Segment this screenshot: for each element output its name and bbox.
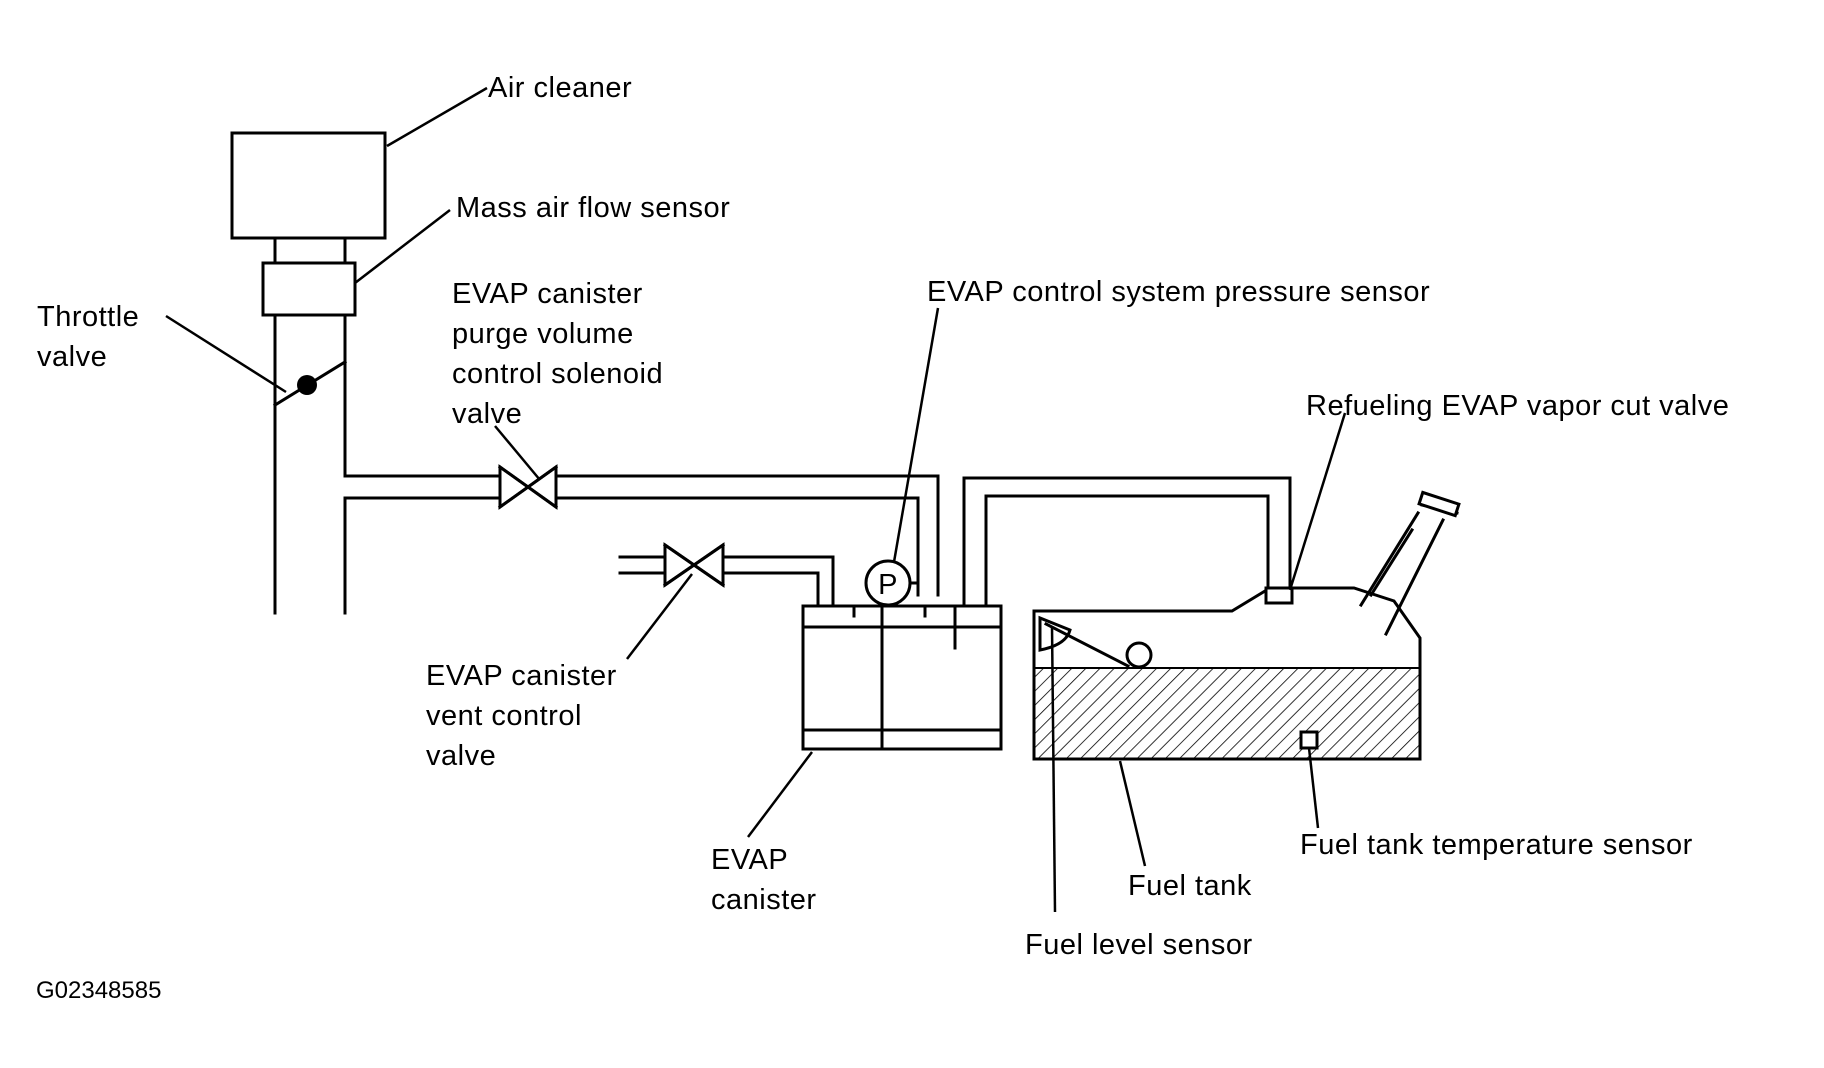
purge-volume-control-solenoid-valve — [497, 464, 559, 510]
pressure-symbol: P — [878, 569, 898, 601]
evap-pressure-sensor: P — [864, 559, 920, 607]
label-purge-valve-line3: control solenoid — [452, 358, 663, 390]
vent-line — [618, 542, 835, 608]
throttle-shaft — [297, 375, 317, 395]
filler-neck — [1358, 490, 1461, 637]
label-mass-air-flow-sensor: Mass air flow sensor — [456, 192, 730, 224]
fuel-tank-temperature-sensor — [1299, 730, 1319, 750]
label-pressure-sensor: EVAP control system pressure sensor — [927, 276, 1430, 308]
purge-line — [343, 464, 940, 597]
label-air-cleaner: Air cleaner — [488, 72, 632, 104]
label-vent-valve-line3: valve — [426, 740, 496, 772]
label-fuel-level-sensor: Fuel level sensor — [1025, 929, 1253, 961]
refueling-vapor-cut-valve — [1264, 586, 1294, 605]
label-throttle-valve-line2: valve — [37, 341, 107, 373]
fuel-hatching — [1034, 668, 1420, 759]
label-vapor-cut-valve: Refueling EVAP vapor cut valve — [1306, 390, 1729, 422]
label-fuel-tank-temp-sensor: Fuel tank temperature sensor — [1300, 829, 1693, 861]
label-purge-valve-line1: EVAP canister — [452, 278, 643, 310]
vent-control-valve — [662, 542, 726, 588]
labels: Air cleaner Mass air flow sensor Throttl… — [36, 72, 1729, 1004]
fuel-level-sensor — [1038, 615, 1153, 669]
label-vent-valve-line1: EVAP canister — [426, 660, 617, 692]
figure-id: G02348585 — [36, 977, 161, 1004]
label-purge-valve-line4: valve — [452, 398, 522, 430]
label-fuel-tank: Fuel tank — [1128, 870, 1252, 902]
label-throttle-valve-line1: Throttle — [37, 301, 139, 333]
mass-air-flow-sensor — [261, 261, 357, 317]
label-canister-line2: canister — [711, 884, 817, 916]
leader-lines — [165, 86, 1347, 913]
tank-vapor-line — [962, 476, 1292, 610]
filler-cap — [1417, 490, 1461, 518]
evap-canister — [801, 604, 1003, 751]
fuel-tank — [1032, 490, 1461, 761]
label-purge-valve-line2: purge volume — [452, 318, 634, 350]
label-canister-line1: EVAP — [711, 844, 788, 876]
air-cleaner-box — [230, 131, 387, 240]
intake-assembly — [230, 131, 387, 615]
label-vent-valve-line2: vent control — [426, 700, 582, 732]
